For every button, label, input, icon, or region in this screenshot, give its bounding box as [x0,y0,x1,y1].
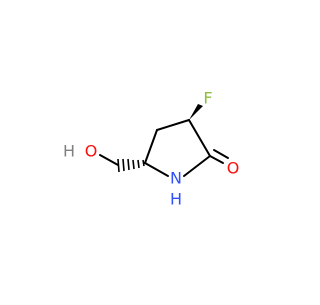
structure-svg: F O N H O H [63,89,240,209]
bond-c5-n1 [144,162,169,177]
atom-nitrogen: N [170,169,182,188]
bond-n1-c2 [183,155,211,177]
bond-c4-c5 [144,129,158,164]
atom-fluorine: F [203,89,212,108]
atom-hydrogen-on-nitrogen: H [170,190,182,209]
bond-c3-c4 [156,119,190,131]
bond-c2-c3 [188,119,211,157]
atom-oxygen-hydroxyl: O [85,142,98,161]
molecule-drawing: F O N H O H [63,89,240,209]
bond-c2-o-double-b [213,149,229,159]
wedge-bond-c3-f [189,104,203,120]
atom-hydrogen-on-oxygen: H [63,142,75,161]
hashed-bond-c5-ch2 [117,158,145,173]
bond-ch2-o [99,154,119,166]
bond-c2-o-double-a [209,155,224,164]
atom-oxygen-carbonyl: O [227,159,240,178]
